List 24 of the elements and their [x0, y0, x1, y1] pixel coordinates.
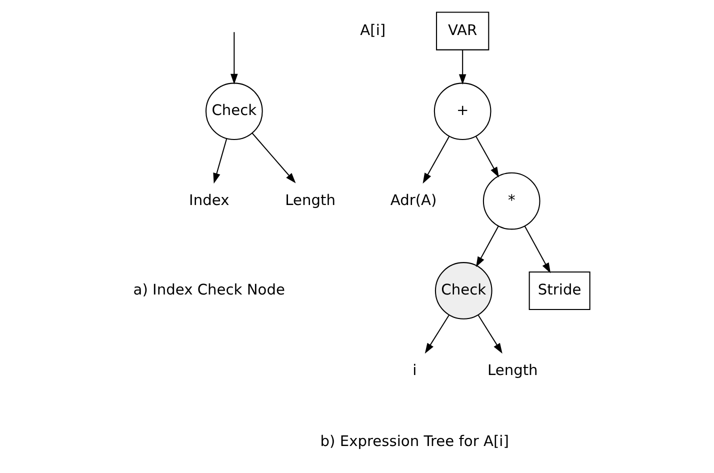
arrow	[424, 314, 449, 354]
arrow	[212, 138, 227, 184]
node-box: VAR	[435, 12, 489, 50]
arrow	[475, 226, 498, 268]
arrow	[422, 136, 450, 184]
node-text: Index	[188, 192, 229, 209]
node-box: Stride	[528, 271, 590, 310]
arrow	[251, 132, 296, 184]
node-label: A[i]	[360, 22, 386, 39]
label: b) Expression Tree for A[i]	[320, 432, 508, 450]
node-text: Adr(A)	[390, 192, 436, 209]
node-circle: *	[482, 172, 540, 230]
arrow	[458, 50, 466, 85]
arrow	[477, 314, 502, 354]
node-text: Length	[486, 362, 538, 379]
node-text: Length	[284, 192, 335, 209]
arrow	[475, 136, 498, 178]
node-circle: Check	[204, 82, 262, 140]
label: a) Index Check Node	[132, 282, 284, 299]
node-circle: +	[433, 82, 491, 140]
node-circle: Check	[434, 262, 492, 320]
arrow	[524, 226, 550, 274]
node-text: i	[412, 362, 416, 379]
arrow	[230, 32, 238, 84]
